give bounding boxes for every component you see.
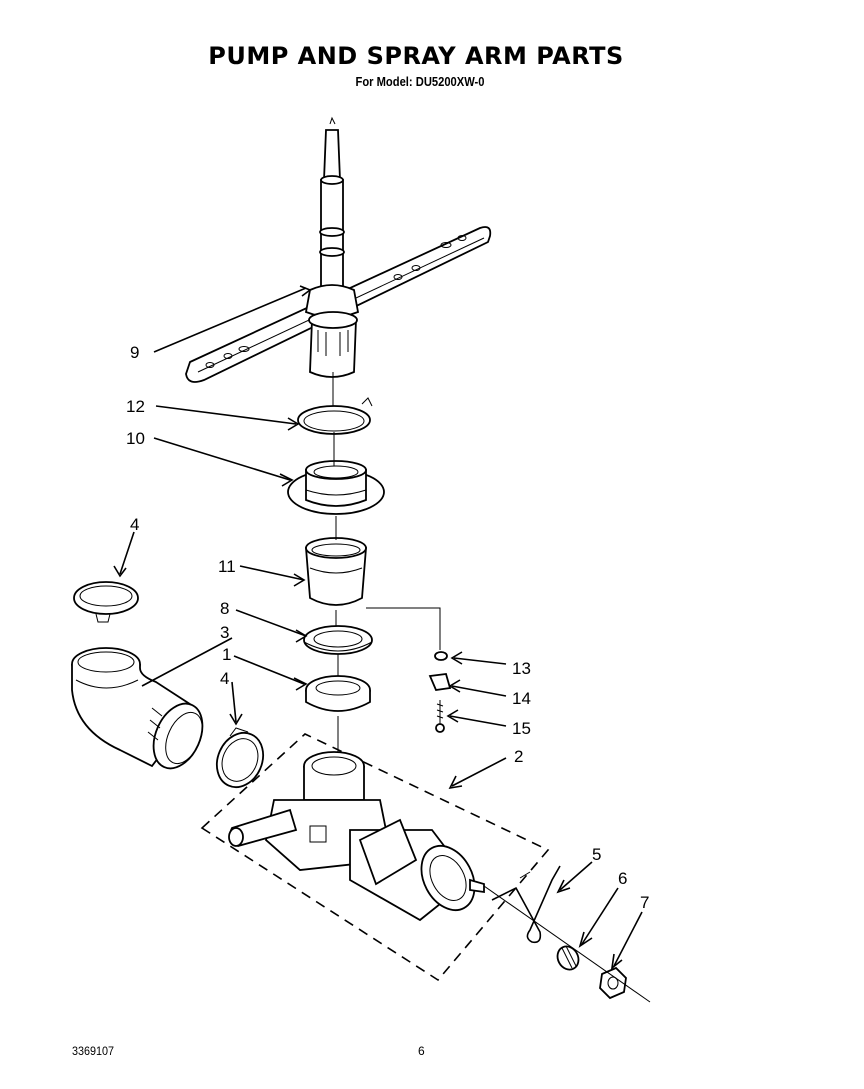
- pump-motor-assembly-part: [200, 733, 550, 982]
- seal-ring-part: [305, 675, 371, 712]
- page-number: 6: [418, 1044, 425, 1058]
- page-title: PUMP AND SPRAY ARM PARTS: [208, 42, 624, 70]
- hardware-parts: [366, 607, 452, 733]
- callout-4-lower: 4: [220, 669, 229, 688]
- callout-6: 6: [618, 869, 627, 888]
- callout-13: 13: [512, 659, 531, 678]
- callout-10: 10: [126, 429, 145, 448]
- spring-bushing-part: [556, 945, 580, 971]
- hose-clamp-part-lower: [215, 727, 265, 788]
- callout-2: 2: [514, 747, 523, 766]
- callout-7: 7: [640, 893, 649, 912]
- leader-lines: [113, 285, 643, 970]
- wire-bracket-part: [491, 865, 561, 944]
- callout-labels: 9 12 10 4 11 8 3 1 4 13 14 15 2 5 6 7: [126, 343, 649, 912]
- spray-arm-part: [185, 116, 492, 383]
- collar-part: [287, 460, 385, 515]
- callout-14: 14: [512, 689, 531, 708]
- callout-11: 11: [218, 557, 236, 576]
- callout-15: 15: [512, 719, 531, 738]
- callout-9: 9: [130, 343, 139, 362]
- callout-8: 8: [220, 599, 229, 618]
- filter-cup-part: [305, 537, 367, 606]
- snap-ring-part: [297, 397, 373, 435]
- nut-part: [483, 885, 651, 1003]
- seal-part: [303, 625, 373, 655]
- callout-5: 5: [592, 845, 601, 864]
- document-number: 3369107: [72, 1044, 115, 1058]
- drain-hose-part: [71, 647, 204, 770]
- callout-3: 3: [220, 623, 229, 642]
- hose-clamp-part-upper: [73, 581, 139, 623]
- callout-12: 12: [126, 397, 145, 416]
- callout-1: 1: [222, 645, 231, 664]
- model-subtitle: For Model: DU5200XW-0: [355, 74, 485, 89]
- callout-4-upper: 4: [130, 515, 139, 534]
